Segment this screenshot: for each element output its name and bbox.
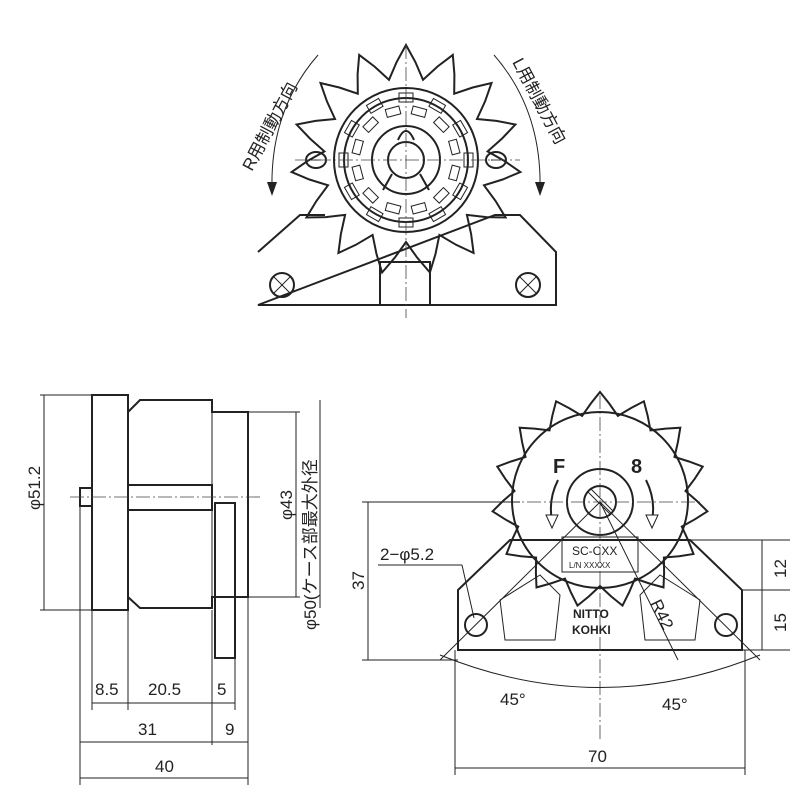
slot: [428, 97, 447, 114]
s-arrow-icon: [645, 479, 655, 521]
slot: [351, 138, 364, 156]
angle-right: 45°: [662, 695, 688, 714]
label-s: 8: [631, 456, 642, 478]
dim-9: 9: [225, 720, 234, 739]
top-spring-legs: [382, 173, 430, 191]
slot: [452, 119, 469, 138]
right-arrow-head-icon: [535, 182, 545, 196]
side-view: φ51.2 φ43 φ50(ケース部最大外径 8.5 20.5 5 31 9 4…: [25, 394, 321, 785]
angle-left: 45°: [500, 690, 526, 709]
top-key: [397, 130, 415, 141]
top-sprocket: [289, 42, 523, 275]
top-lever: [379, 261, 431, 306]
dim-37: 37: [349, 571, 368, 590]
right-direction-label: L用制動方向: [508, 55, 569, 147]
brand-line2: KOHKI: [572, 623, 611, 637]
right-arrow: [493, 54, 541, 191]
slot: [452, 182, 469, 201]
slot: [362, 186, 380, 204]
front-sprocket: [491, 390, 709, 608]
angle-arc: [439, 654, 761, 688]
dim-31: 31: [138, 720, 157, 739]
slot: [428, 206, 447, 223]
top-hole-right: [515, 272, 541, 298]
slot: [410, 105, 428, 118]
label-f: F: [553, 456, 565, 478]
slot: [343, 182, 360, 201]
dim-hub-dia: φ43: [277, 490, 296, 520]
dim-outer-dia: φ51.2: [25, 466, 44, 510]
dim-12: 12: [771, 559, 790, 578]
slot: [362, 116, 380, 134]
slot: [384, 202, 402, 215]
s-arrow-head-icon: [645, 514, 659, 530]
dim-20-5: 20.5: [148, 680, 181, 699]
slot: [343, 119, 360, 138]
left-arrow: [271, 54, 319, 191]
f-arrow-head-icon: [545, 514, 559, 530]
top-base-plate: [257, 214, 557, 306]
side-sprocket: [91, 394, 129, 611]
dim-40: 40: [155, 757, 174, 776]
side-hub: [128, 484, 213, 511]
dim-70: 70: [588, 747, 607, 766]
f-arrow-icon: [549, 479, 559, 521]
dim-5: 5: [217, 680, 226, 699]
side-lever: [214, 502, 236, 659]
brand-line1: NITTO: [573, 607, 609, 621]
left-arrow-head-icon: [267, 182, 277, 196]
slot: [410, 202, 428, 215]
top-view: R用制動方向 L用制動方向: [239, 42, 570, 318]
dim-radius: R42: [646, 596, 677, 632]
top-hole-left: [269, 272, 295, 298]
front-view: F 8 SC-CXX L/N XXXXX NITTO KOHKI R42 2−φ…: [349, 390, 790, 775]
dim-holes: 2−φ5.2: [380, 545, 434, 564]
slot: [365, 97, 384, 114]
slot: [432, 186, 450, 204]
slot: [365, 206, 384, 223]
slot: [351, 164, 364, 182]
slot: [448, 164, 461, 182]
front-hole-left: [464, 613, 488, 637]
radius-leader: [599, 501, 679, 661]
dim-8-5: 8.5: [95, 680, 119, 699]
front-hole-right: [714, 613, 738, 637]
slot: [448, 138, 461, 156]
dim-case-dia: φ50(ケース部最大外径: [301, 459, 320, 630]
lot-label: L/N XXXXX: [569, 561, 611, 570]
slot: [384, 105, 402, 118]
left-direction-label: R用制動方向: [239, 79, 301, 174]
dim-15: 15: [771, 613, 790, 632]
slot: [432, 116, 450, 134]
front-base-pockets: [499, 574, 701, 641]
model-label: SC-CXX: [572, 544, 617, 558]
